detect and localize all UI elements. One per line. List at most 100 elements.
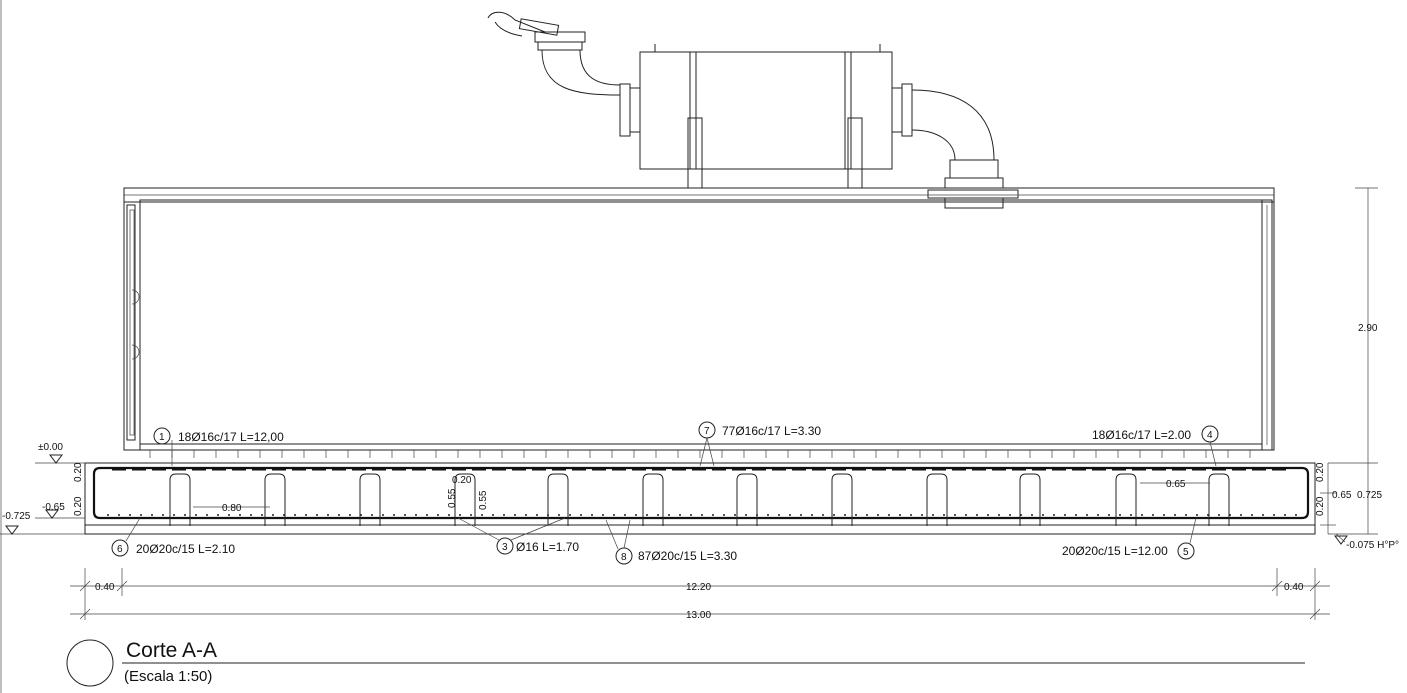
stirrup (454, 473, 476, 526)
rebar-dot (1273, 514, 1275, 516)
dim-inner-span: 12.20 (686, 582, 711, 593)
stirrup (926, 473, 948, 526)
callout-6-text: 20Ø20c/15 L=2.10 (136, 542, 235, 556)
rebar-dot (162, 514, 164, 516)
rebar-dot (888, 514, 890, 516)
rebar-dot (954, 514, 956, 516)
dim-slab-total: 0.65 (1332, 490, 1352, 501)
rebar-dot (1097, 514, 1099, 516)
stirrup (1115, 473, 1137, 526)
rebar-dot (514, 514, 516, 516)
rebar-dot (140, 514, 142, 516)
rebar-dot (1163, 514, 1165, 516)
rebar-dot (646, 514, 648, 516)
dim-stirrup-h1: 0.55 (447, 488, 458, 508)
rebar-dot (316, 514, 318, 516)
callout-4-text: 18Ø16c/17 L=2.00 (1092, 428, 1191, 442)
rebar-dot (426, 514, 428, 516)
rebar-dot (745, 514, 747, 516)
rebar-dot (1174, 514, 1176, 516)
rebar-dot (756, 514, 758, 516)
rebar-dot (789, 514, 791, 516)
rebar-dot (404, 514, 406, 516)
stirrup (831, 473, 853, 526)
rebar-dot (459, 514, 461, 516)
svg-text:1: 1 (159, 432, 165, 443)
rebar-dot (558, 514, 560, 516)
rebar-dot (734, 514, 736, 516)
bottom-dimension-lines (70, 568, 1330, 620)
rebar-dot (173, 514, 175, 516)
rebar-dot (294, 514, 296, 516)
rebar-dot (921, 514, 923, 516)
silencer-equipment (487, 11, 1019, 209)
rebar-dot (525, 514, 527, 516)
rebar-dot (822, 514, 824, 516)
rebar-dot (250, 514, 252, 516)
callout-7-text: 77Ø16c/17 L=3.30 (722, 424, 821, 438)
rebar-dot (866, 514, 868, 516)
dim-slab-top: 0.20 (1315, 462, 1326, 482)
rebar-dot (283, 514, 285, 516)
svg-text:7: 7 (704, 426, 710, 437)
rebar-dot (965, 514, 967, 516)
stirrup (642, 473, 664, 526)
rebar-dot (635, 514, 637, 516)
drawing-scale: (Escala 1:50) (124, 668, 212, 685)
rebar-dot (855, 514, 857, 516)
stirrup (1208, 473, 1230, 526)
svg-text:4: 4 (1207, 430, 1213, 441)
rebar-dot (1251, 514, 1253, 516)
rebar-dot (943, 514, 945, 516)
rebar-dot (1218, 514, 1220, 516)
rebar-dot (1284, 514, 1286, 516)
rebar-dot (811, 514, 813, 516)
rebar-dot (657, 514, 659, 516)
stirrup (1019, 473, 1041, 526)
rebar-dot (1064, 514, 1066, 516)
rebar-dot (1295, 514, 1297, 516)
rebar-dot (602, 514, 604, 516)
dim-container-height: 2.90 (1358, 323, 1378, 334)
stirrup (264, 473, 286, 526)
rebar-dot (327, 514, 329, 516)
rebar-dot (239, 514, 241, 516)
rebar-dot (338, 514, 340, 516)
rebar-dot (184, 514, 186, 516)
rebar-dot (536, 514, 538, 516)
level-top-label: ±0.00 (38, 442, 63, 453)
level-mid-label: -0.65 (42, 502, 65, 513)
rebar-dot (778, 514, 780, 516)
rebar-dot (503, 514, 505, 516)
callout-1: 1 18Ø16c/17 L=12,00 (153, 427, 284, 466)
rebar-dot (415, 514, 417, 516)
rebar-dot (360, 514, 362, 516)
rebar-dot (679, 514, 681, 516)
rebar-dot (1119, 514, 1121, 516)
dim-left-bottom: 0.20 (73, 496, 84, 516)
rebar-dot (932, 514, 934, 516)
rebar-dot (580, 514, 582, 516)
right-dimension-lines (1320, 187, 1378, 545)
rebar-dot (1042, 514, 1044, 516)
dim-slab-outer: 0.725 (1357, 490, 1382, 501)
rebar-dot (833, 514, 835, 516)
rebar-dot (976, 514, 978, 516)
rebar-dot (1031, 514, 1033, 516)
svg-text:3: 3 (502, 542, 508, 553)
level-marks (0, 454, 85, 535)
rebar-dot (1141, 514, 1143, 516)
rebar-dot (393, 514, 395, 516)
rebar-dot (492, 514, 494, 516)
rebar-dot (1240, 514, 1242, 516)
rebar-dot (1009, 514, 1011, 516)
stirrup (736, 473, 758, 526)
rebar-dot (569, 514, 571, 516)
drawing-title: Corte A-A (126, 639, 217, 662)
rebar-dot (1075, 514, 1077, 516)
dim-left-margin: 0.40 (95, 582, 115, 593)
dim-slab-bottom: 0.20 (1315, 496, 1326, 516)
callout-3: 3 Ø16 L=1.70 (457, 517, 579, 555)
svg-text:8: 8 (621, 552, 627, 563)
